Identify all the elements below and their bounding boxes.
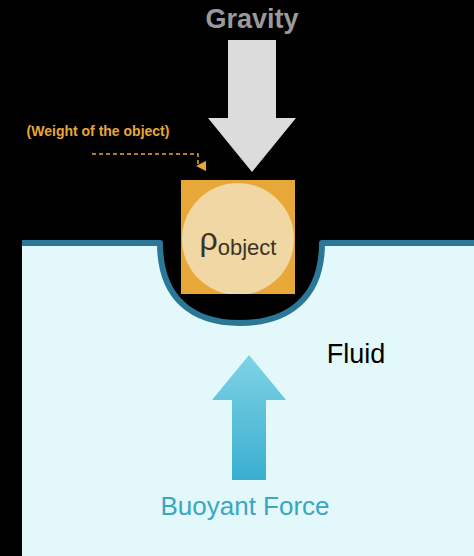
density-symbol: ρ	[200, 221, 218, 258]
gravity-arrow	[208, 40, 296, 172]
density-subscript: object	[218, 235, 277, 261]
force-label: Buoyant Force	[160, 492, 329, 521]
leader-line	[92, 154, 198, 166]
weight-note: (Weight of the object)	[27, 124, 170, 139]
sphere-shape	[182, 183, 294, 294]
buoyant-arrow	[212, 355, 286, 480]
object-label: ρobject	[181, 180, 295, 294]
object-block: ρobject	[181, 180, 295, 294]
fluid-label: Fluid	[327, 340, 386, 370]
force-label: Gravity	[205, 5, 298, 35]
